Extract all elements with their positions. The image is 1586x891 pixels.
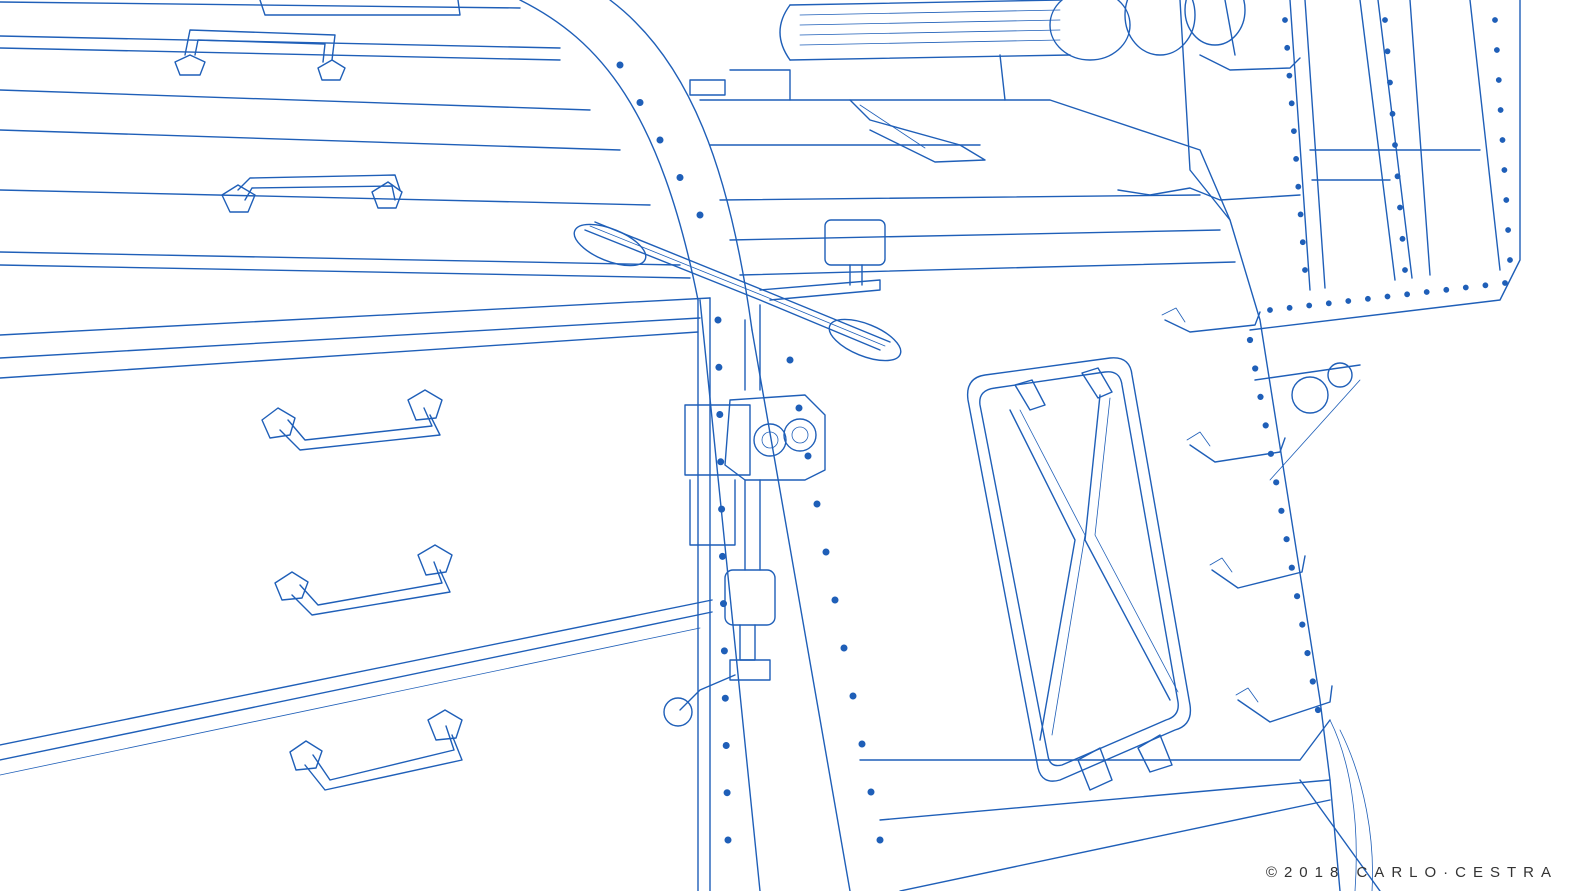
rivet (1382, 17, 1387, 22)
rivet (722, 695, 728, 701)
rivet (720, 600, 726, 606)
rivet (877, 837, 883, 843)
rivet (1268, 451, 1274, 457)
rivet (823, 549, 829, 555)
rivet (718, 459, 724, 465)
rivet (1400, 236, 1405, 241)
drawer-front (0, 298, 712, 891)
rivet (718, 506, 724, 512)
upper-panel-lines (0, 2, 690, 278)
rivet (1305, 650, 1311, 656)
rivet (1498, 107, 1503, 112)
rivet (716, 364, 722, 370)
rivet (1263, 423, 1269, 429)
rivet (697, 212, 703, 218)
rivet (1506, 227, 1511, 232)
rivet (1387, 80, 1392, 85)
wireframe-lines (0, 0, 1520, 891)
rivet (1296, 184, 1301, 189)
cylinder-tank (730, 0, 1245, 100)
rivet (1504, 197, 1509, 202)
rivet (1302, 267, 1307, 272)
access-hatch (968, 358, 1191, 790)
rivet (1282, 17, 1287, 22)
rivet (1502, 280, 1507, 285)
rivet (617, 62, 623, 68)
rivet-strips (617, 17, 1513, 843)
rivet (1294, 156, 1299, 161)
rivet (859, 741, 865, 747)
rivet (1500, 137, 1505, 142)
rivet (637, 99, 643, 105)
rivet (796, 405, 802, 411)
rivet (1258, 394, 1264, 400)
rivet (1307, 303, 1312, 308)
rivet (1395, 174, 1400, 179)
rivet (1284, 536, 1290, 542)
rivet (1492, 17, 1497, 22)
rivet (1287, 73, 1292, 78)
rivet (1252, 366, 1258, 372)
rivet (1279, 508, 1285, 514)
rivet (677, 174, 683, 180)
rivet (1385, 294, 1390, 299)
rivet (1300, 622, 1306, 628)
rivet (1424, 289, 1429, 294)
valve-assembly (569, 216, 906, 726)
rivet (723, 742, 729, 748)
rivet (719, 553, 725, 559)
rivet (1385, 49, 1390, 54)
rivet (1402, 267, 1407, 272)
rivet (1496, 77, 1501, 82)
rivet (1444, 287, 1449, 292)
rivet (1267, 307, 1272, 312)
drawer-handles (175, 30, 462, 790)
rivet (1326, 301, 1331, 306)
rivet (832, 597, 838, 603)
rivet (1507, 257, 1512, 262)
rivet (1298, 212, 1303, 217)
rivet (721, 648, 727, 654)
rivet (805, 453, 811, 459)
rivet (717, 411, 723, 417)
rivet (1365, 296, 1370, 301)
rivet (1494, 47, 1499, 52)
rivet (1285, 45, 1290, 50)
rivet (1273, 480, 1279, 486)
rivet (1405, 292, 1410, 297)
rivet (1300, 240, 1305, 245)
rivet (1291, 129, 1296, 134)
rivet (657, 137, 663, 143)
rivet (1247, 337, 1253, 343)
rivet (1483, 283, 1488, 288)
rivet (715, 317, 721, 323)
rivet (1315, 707, 1321, 713)
copyright-credit: ©2018 CARLO·CESTRA (1265, 864, 1558, 881)
rivet (1289, 565, 1295, 571)
rivet (1289, 101, 1294, 106)
rivet (787, 357, 793, 363)
rivet (1502, 167, 1507, 172)
right-body (700, 0, 1520, 891)
side-handles (1118, 55, 1332, 722)
rivet (725, 837, 731, 843)
rivet (1390, 111, 1395, 116)
rivet (841, 645, 847, 651)
rivet (1346, 298, 1351, 303)
rivet (1392, 142, 1397, 147)
rivet (724, 790, 730, 796)
rivet (1294, 593, 1300, 599)
rivet (1310, 679, 1316, 685)
upper-structure (260, 0, 1235, 162)
rivet (1463, 285, 1468, 290)
rivet (868, 789, 874, 795)
rivet (1397, 205, 1402, 210)
rivet (850, 693, 856, 699)
rivet (814, 501, 820, 507)
rivet (1287, 305, 1292, 310)
